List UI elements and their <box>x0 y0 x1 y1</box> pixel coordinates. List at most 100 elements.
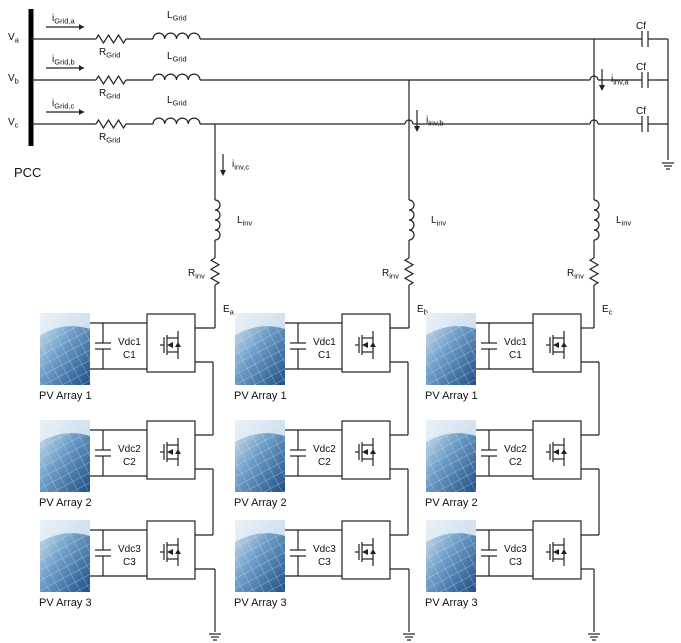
pv-array-label: PV Array 1 <box>39 390 92 402</box>
dc-capacitor-label: C2 <box>123 457 136 468</box>
pv-panel-sky <box>40 313 90 335</box>
switch-arrow-icon <box>362 342 368 348</box>
dc-capacitor-label: C2 <box>509 457 522 468</box>
pv-panel-icon <box>40 420 90 492</box>
dc-capacitor-label: C3 <box>509 557 522 568</box>
switch-diode-icon <box>175 449 181 454</box>
pv-panel-icon <box>235 313 285 385</box>
h-bridge-box <box>532 520 582 580</box>
grid-current-label: iGrid,a <box>52 13 75 26</box>
pv-panel-icon <box>426 420 476 492</box>
switch-diode-icon <box>370 342 376 347</box>
switch-arrow-icon <box>362 549 368 555</box>
filter-capacitor-label: Cf <box>636 106 646 117</box>
pv-array-label: PV Array 2 <box>425 497 478 509</box>
pv-panel-sky <box>426 520 476 542</box>
h-bridge-box <box>146 313 196 373</box>
pv-panel-icon <box>426 313 476 385</box>
h-bridge-box <box>146 520 196 580</box>
pv-panel-sky <box>235 313 285 335</box>
filter-capacitor-label: Cf <box>636 62 646 73</box>
dc-capacitor-label: C1 <box>318 350 331 361</box>
pv-panel-sky <box>40 520 90 542</box>
grid-resistor <box>95 33 127 45</box>
pv-array-label: PV Array 3 <box>234 597 287 609</box>
phase-voltage-label: Vb <box>8 73 19 86</box>
switch-diode-icon <box>370 449 376 454</box>
pv-array-label: PV Array 2 <box>39 497 92 509</box>
inverter-resistor-label: Rinv <box>188 268 205 281</box>
grid-resistor-label: RGrid <box>99 132 120 145</box>
pv-array-label: PV Array 3 <box>425 597 478 609</box>
switch-arrow-icon <box>553 549 559 555</box>
grid-inductor-label: LGrid <box>167 95 187 108</box>
pv-panel-icon <box>40 520 90 592</box>
switch-diode-icon <box>175 342 181 347</box>
pv-panel-sky <box>40 420 90 442</box>
inverter-voltage-label: Eb <box>417 304 428 317</box>
pv-panel-icon <box>235 420 285 492</box>
dc-voltage-label: Vdc3 <box>118 544 141 555</box>
inverter-current-arrowhead <box>599 85 605 91</box>
grid-resistor-label: RGrid <box>99 88 120 101</box>
inverter-voltage-label: Ea <box>223 304 235 317</box>
grid-current-arrowhead <box>79 109 84 115</box>
dc-voltage-label: Vdc2 <box>118 444 141 455</box>
inverter-inductor-label: Linv <box>616 215 631 228</box>
dc-voltage-label: Vdc1 <box>313 337 336 348</box>
inverter-current-label: iinv,c <box>232 159 249 172</box>
grid-resistor-label: RGrid <box>99 47 120 60</box>
switch-diode-icon <box>561 549 567 554</box>
dc-capacitor-label: C2 <box>318 457 331 468</box>
inverter-inductor-label: Linv <box>237 215 252 228</box>
grid-inductor-label: LGrid <box>167 10 187 23</box>
pv-panel-sky <box>426 420 476 442</box>
dc-voltage-label: Vdc1 <box>118 337 141 348</box>
h-bridge-box <box>532 420 582 480</box>
dc-capacitor-label: C1 <box>123 350 136 361</box>
inverter-inductor <box>214 199 221 241</box>
grid-current-arrowhead <box>79 65 84 71</box>
switch-arrow-icon <box>553 449 559 455</box>
inverter-inductor <box>408 199 415 241</box>
dc-voltage-label: Vdc2 <box>313 444 336 455</box>
h-bridge-box <box>532 313 582 373</box>
switch-arrow-icon <box>167 342 173 348</box>
h-bridge-box <box>146 420 196 480</box>
h-bridge-box <box>341 520 391 580</box>
pv-panel-icon <box>40 313 90 385</box>
inverter-resistor-label: Rinv <box>567 268 584 281</box>
dc-capacitor-label: C3 <box>123 557 136 568</box>
dc-voltage-label: Vdc2 <box>504 444 527 455</box>
switch-diode-icon <box>561 342 567 347</box>
inverter-current-label: iinv,b <box>426 115 444 128</box>
dc-voltage-label: Vdc3 <box>313 544 336 555</box>
inverter-resistor <box>209 257 221 286</box>
dc-capacitor-label: C3 <box>318 557 331 568</box>
inverter-current-arrowhead <box>220 170 226 176</box>
grid-current-arrowhead <box>79 24 84 30</box>
switch-diode-icon <box>370 549 376 554</box>
pv-array-label: PV Array 1 <box>425 390 478 402</box>
dc-voltage-label: Vdc3 <box>504 544 527 555</box>
h-bridge-box <box>341 420 391 480</box>
grid-inductor <box>152 117 201 125</box>
pv-panel-sky <box>426 313 476 335</box>
pv-array-label: PV Array 3 <box>39 597 92 609</box>
grid-resistor <box>95 118 127 130</box>
pv-panel-sky <box>235 520 285 542</box>
grid-current-label: iGrid,c <box>52 98 74 111</box>
phase-voltage-label: Va <box>8 32 20 45</box>
switch-diode-icon <box>175 549 181 554</box>
dc-voltage-label: Vdc1 <box>504 337 527 348</box>
inverter-resistor-label: Rinv <box>382 268 399 281</box>
phase-voltage-label: Vc <box>8 117 19 130</box>
inverter-current-arrowhead <box>414 126 420 132</box>
inverter-voltage-label: Ec <box>602 304 613 317</box>
pcc-label: PCC <box>14 165 41 180</box>
inverter-inductor-label: Linv <box>431 215 446 228</box>
pv-array-label: PV Array 1 <box>234 390 287 402</box>
grid-inductor-label: LGrid <box>167 51 187 64</box>
switch-arrow-icon <box>362 449 368 455</box>
